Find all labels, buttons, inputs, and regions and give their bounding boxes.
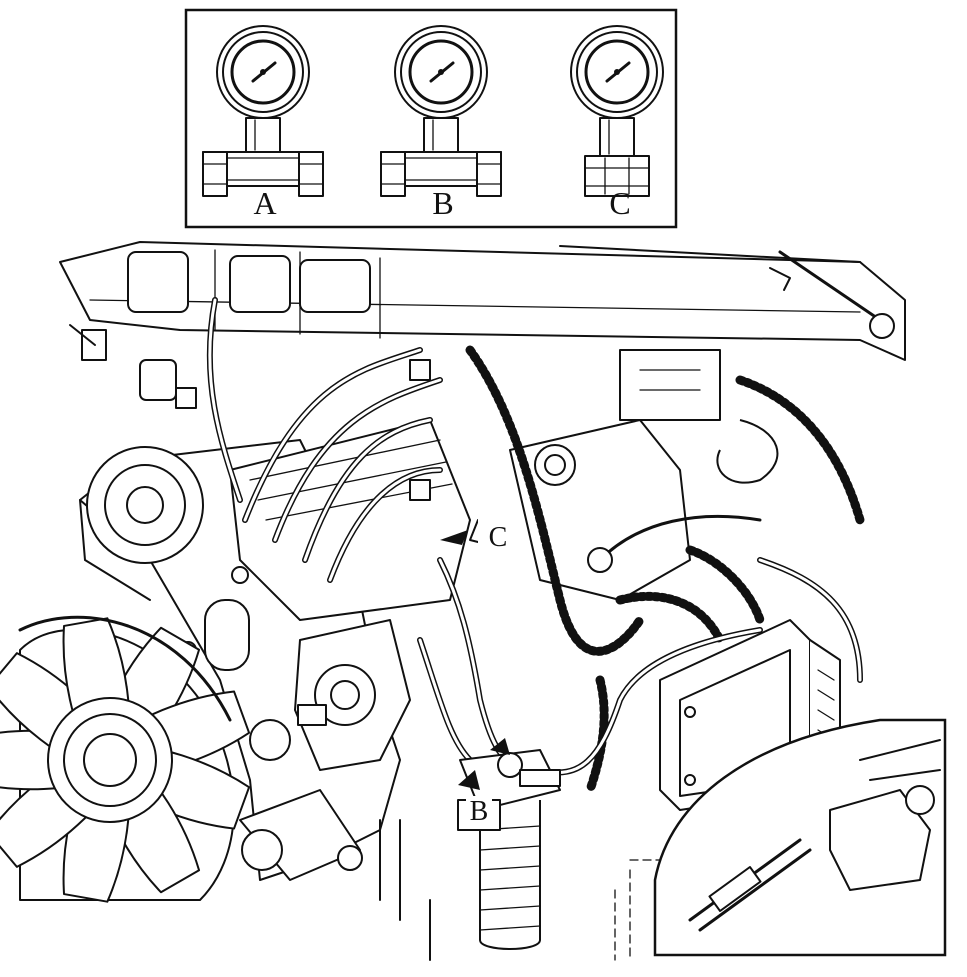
callout-c-label: C xyxy=(489,522,508,553)
feed-pump xyxy=(239,619,431,961)
valve-cover xyxy=(59,241,906,361)
cooling-fan xyxy=(0,615,253,904)
gauge-a-label: A xyxy=(253,185,276,221)
wiring-harness xyxy=(465,345,865,795)
gauge-a: A xyxy=(202,24,324,221)
callout-c-arrow-icon xyxy=(440,530,468,545)
gauge-c: C xyxy=(569,24,665,221)
engine-illustration: C B xyxy=(0,241,947,961)
gauge-b-label: B xyxy=(432,185,453,221)
intake-manifold xyxy=(509,349,779,601)
gauge-inset: A B C xyxy=(184,8,678,229)
callout-b: B xyxy=(458,738,510,827)
gauge-c-label: C xyxy=(609,185,630,221)
detail-inset xyxy=(614,718,947,961)
gauge-b: B xyxy=(380,24,502,221)
callout-b-upper-arrow-icon xyxy=(490,738,510,755)
callout-b-label: B xyxy=(470,796,489,827)
callout-c: C xyxy=(440,515,518,555)
callout-b-lower-arrow-icon xyxy=(458,770,480,790)
fuel-filter xyxy=(457,749,561,950)
injection-pump xyxy=(69,297,471,621)
